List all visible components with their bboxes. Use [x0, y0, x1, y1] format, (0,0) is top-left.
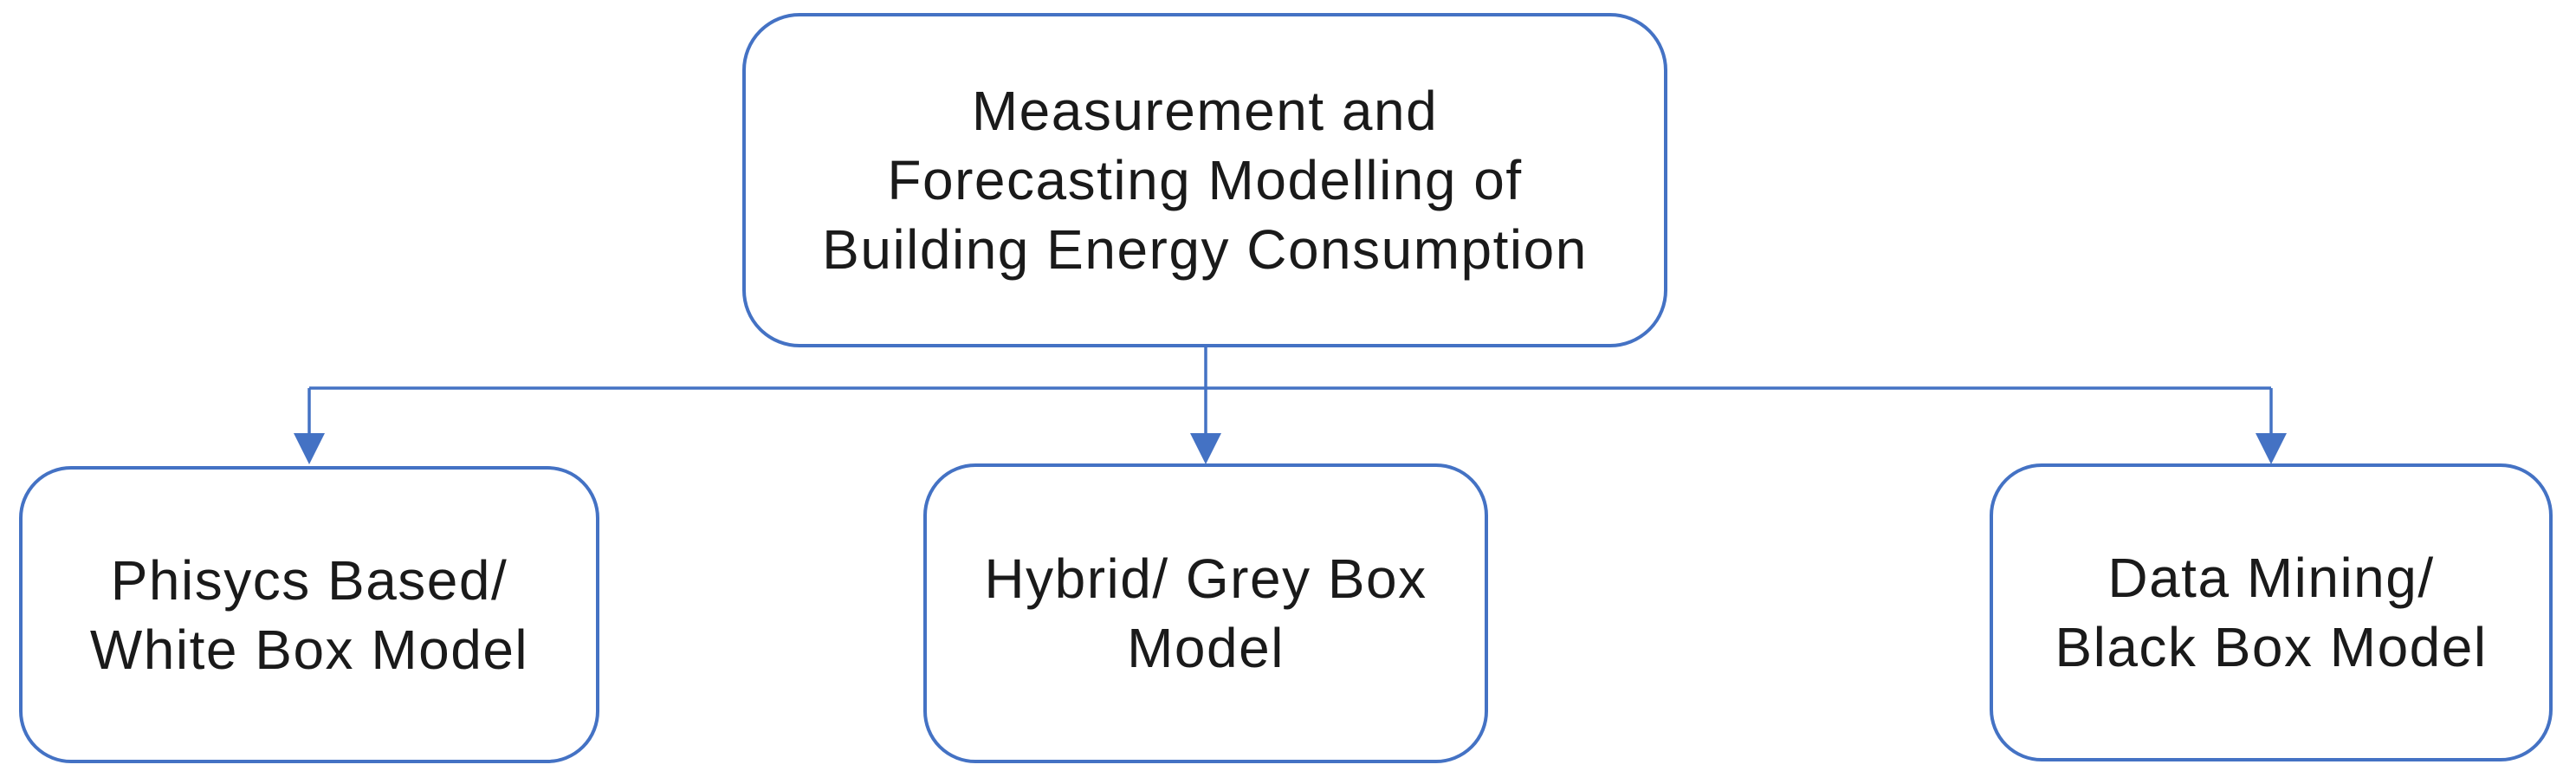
node-data-mining-black-box: Data Mining/ Black Box Model — [1990, 463, 2553, 761]
node-label-line: Hybrid/ Grey Box — [984, 548, 1427, 610]
node-label-line: White Box Model — [89, 618, 529, 681]
node-label-line: Building Energy Consumption — [822, 218, 1588, 281]
node-label-line: Measurement and — [971, 80, 1439, 142]
node-root: Measurement and Forecasting Modelling of… — [742, 13, 1667, 347]
node-label-line: Forecasting Modelling of — [887, 149, 1523, 211]
node-physics-white-box: Phisycs Based/ White Box Model — [19, 466, 599, 763]
arrow-down-icon — [294, 433, 325, 464]
node-label-line: Phisycs Based/ — [110, 548, 508, 612]
node-label-line: Model — [1127, 617, 1285, 679]
arrow-down-icon — [2256, 433, 2287, 464]
node-label-line: Black Box Model — [2055, 616, 2488, 678]
node-label-line: Data Mining/ — [2107, 547, 2435, 609]
arrow-down-icon — [1190, 433, 1221, 464]
node-hybrid-grey-box: Hybrid/ Grey Box Model — [923, 463, 1488, 763]
